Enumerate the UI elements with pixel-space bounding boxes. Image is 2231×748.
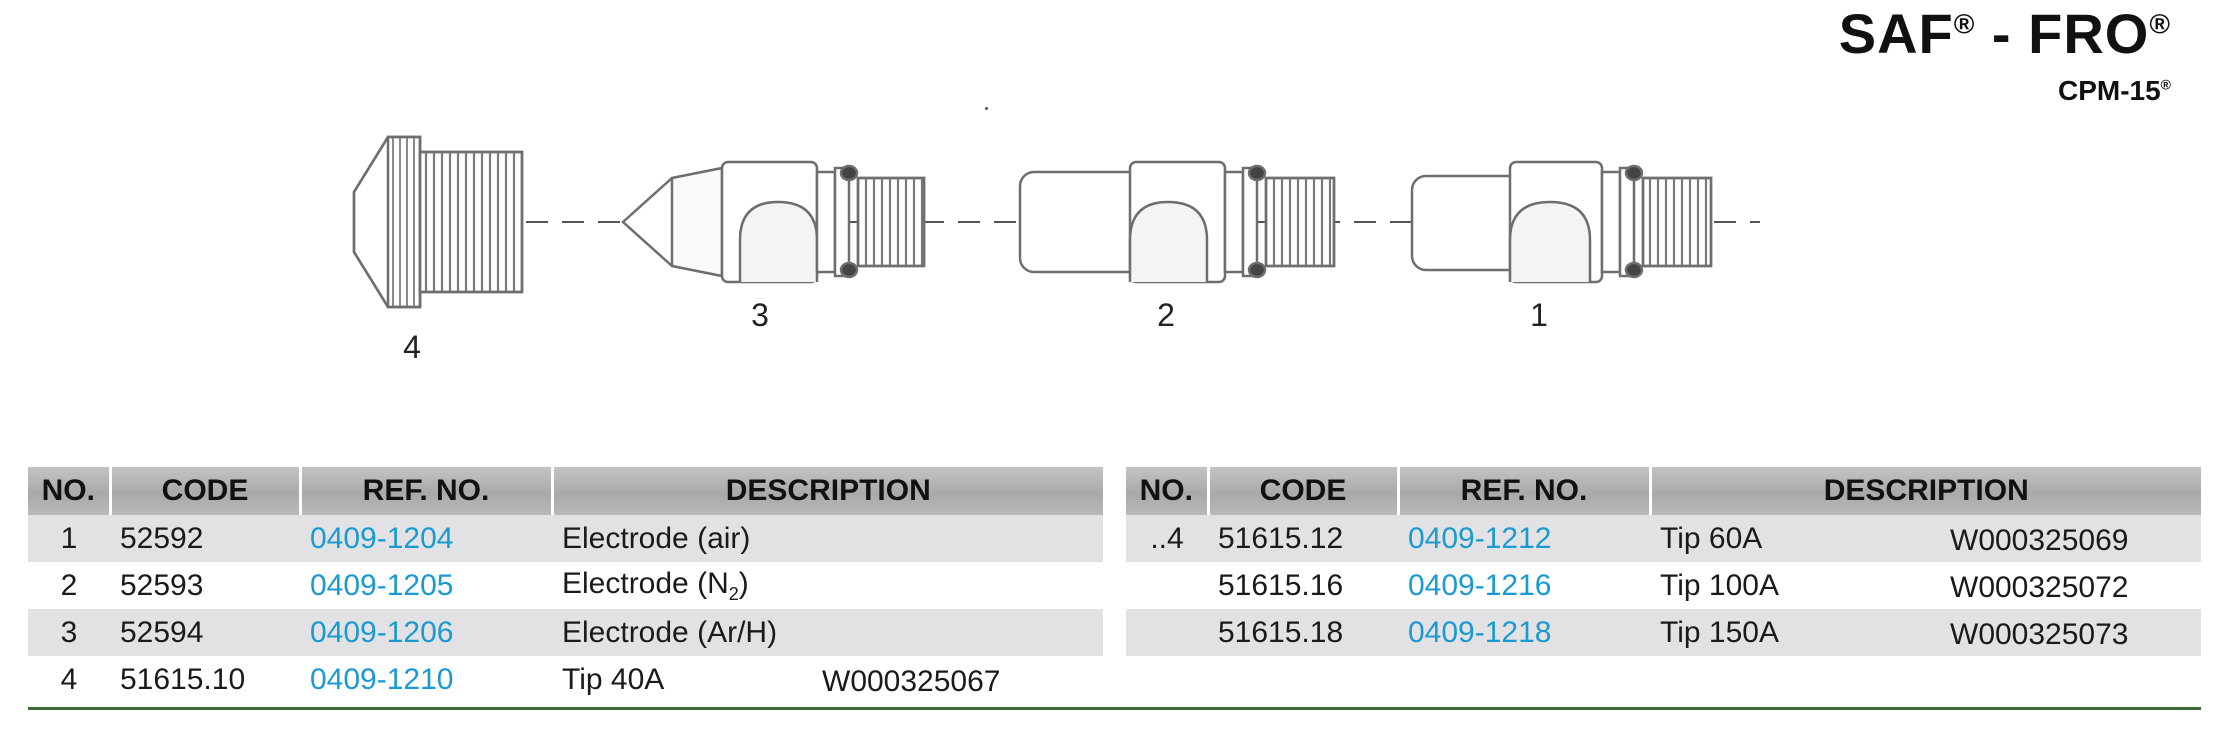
col-code: CODE [110, 467, 302, 515]
row-ref[interactable]: 0409-1205 [300, 562, 552, 609]
part-number: W000325072 [1950, 571, 2129, 604]
row-no [1126, 562, 1208, 609]
col-code: CODE [1208, 467, 1400, 515]
row-ref[interactable]: 0409-1210 [300, 656, 552, 703]
col-ref: REF. NO. [1398, 467, 1652, 515]
row-no: 1 [28, 515, 110, 562]
row-code: 51615.10 [110, 656, 300, 703]
row-code: 51615.16 [1208, 562, 1398, 609]
part-number: W000325069 [1950, 524, 2129, 557]
col-ref: REF. NO. [300, 467, 554, 515]
description-text-end: ) [738, 566, 749, 600]
col-description: DESCRIPTION [1650, 467, 2201, 515]
part-2-electrode [1018, 160, 1336, 284]
row-description: Tip 150A W000325073 [1650, 609, 2201, 656]
part-3-electrode [621, 160, 926, 284]
table-row: 51615.16 0409-1216 Tip 100A W000325072 [1126, 562, 2201, 609]
description-text: Tip 40A [562, 662, 665, 696]
row-code: 52594 [110, 609, 300, 656]
row-ref[interactable]: 0409-1212 [1398, 515, 1650, 562]
description-text: Tip 60A [1660, 521, 1763, 555]
table-row: 3 52594 0409-1206 Electrode (Ar/H) [28, 609, 1103, 656]
description-text: Tip 100A [1660, 568, 1779, 602]
row-ref[interactable]: 0409-1206 [300, 609, 552, 656]
part-4-tip [352, 135, 524, 309]
table-header-row: NO. CODE REF. NO. DESCRIPTION [28, 467, 1103, 515]
row-description: Electrode (N2) [552, 562, 1103, 609]
speck [985, 107, 988, 110]
registered-mark: ® [1953, 8, 1976, 40]
col-description: DESCRIPTION [552, 467, 1103, 515]
bottom-rule [28, 707, 2201, 710]
description-text: Electrode (Ar/H) [562, 615, 778, 649]
table-row: 51615.18 0409-1218 Tip 150A W000325073 [1126, 609, 2201, 656]
row-no: ..4 [1126, 515, 1208, 562]
brand-title: SAF® - FRO® [1839, 2, 2171, 66]
part-label-4: 4 [403, 329, 421, 365]
col-no: NO. [28, 467, 112, 515]
row-no: 3 [28, 609, 110, 656]
row-no: 2 [28, 562, 110, 609]
row-ref[interactable]: 0409-1216 [1398, 562, 1650, 609]
brand-saf: SAF [1838, 2, 1954, 65]
description-text: Electrode (air) [562, 521, 751, 555]
registered-mark: ® [2149, 8, 2171, 40]
row-code: 52593 [110, 562, 300, 609]
part-label-3: 3 [751, 297, 769, 333]
description-subscript: 2 [728, 583, 739, 604]
table-row: 2 52593 0409-1205 Electrode (N2) [28, 562, 1103, 609]
row-description: Tip 60A W000325069 [1650, 515, 2201, 562]
row-no: 4 [28, 656, 110, 703]
brand-header: SAF® - FRO® CPM-15® [1839, 2, 2171, 108]
part-label-2: 2 [1157, 297, 1175, 333]
row-description: Electrode (air) [552, 515, 1103, 562]
row-description: Tip 40A W000325067 [552, 656, 1103, 703]
row-description: Tip 100A W000325072 [1650, 562, 2201, 609]
part-label-1: 1 [1530, 297, 1548, 333]
part-number: W000325067 [822, 665, 1001, 698]
description-text: Tip 150A [1660, 615, 1779, 649]
row-code: 51615.12 [1208, 515, 1398, 562]
row-ref[interactable]: 0409-1218 [1398, 609, 1650, 656]
registered-mark: ® [2160, 76, 2171, 93]
row-description: Electrode (Ar/H) [552, 609, 1103, 656]
table-row: ..4 51615.12 0409-1212 Tip 60A W000325069 [1126, 515, 2201, 562]
row-ref[interactable]: 0409-1204 [300, 515, 552, 562]
brand-fro: FRO [2028, 2, 2150, 65]
parts-table-left: NO. CODE REF. NO. DESCRIPTION 1 52592 04… [28, 467, 1103, 703]
model-name: CPM-15® [1839, 74, 2171, 108]
part-1-electrode [1410, 160, 1713, 284]
table-row: 1 52592 0409-1204 Electrode (air) [28, 515, 1103, 562]
part-number: W000325073 [1950, 618, 2129, 651]
table-row: 4 51615.10 0409-1210 Tip 40A W000325067 [28, 656, 1103, 703]
row-no [1126, 609, 1208, 656]
brand-separator: - [1975, 2, 2029, 65]
parts-diagram: 4 3 2 1 [352, 135, 1760, 365]
description-text: Electrode (N [562, 566, 729, 600]
row-code: 51615.18 [1208, 609, 1398, 656]
model-text: CPM-15 [2057, 75, 2161, 106]
row-code: 52592 [110, 515, 300, 562]
col-no: NO. [1126, 467, 1210, 515]
parts-table-right: NO. CODE REF. NO. DESCRIPTION ..4 51615.… [1126, 467, 2201, 656]
table-header-row: NO. CODE REF. NO. DESCRIPTION [1126, 467, 2201, 515]
